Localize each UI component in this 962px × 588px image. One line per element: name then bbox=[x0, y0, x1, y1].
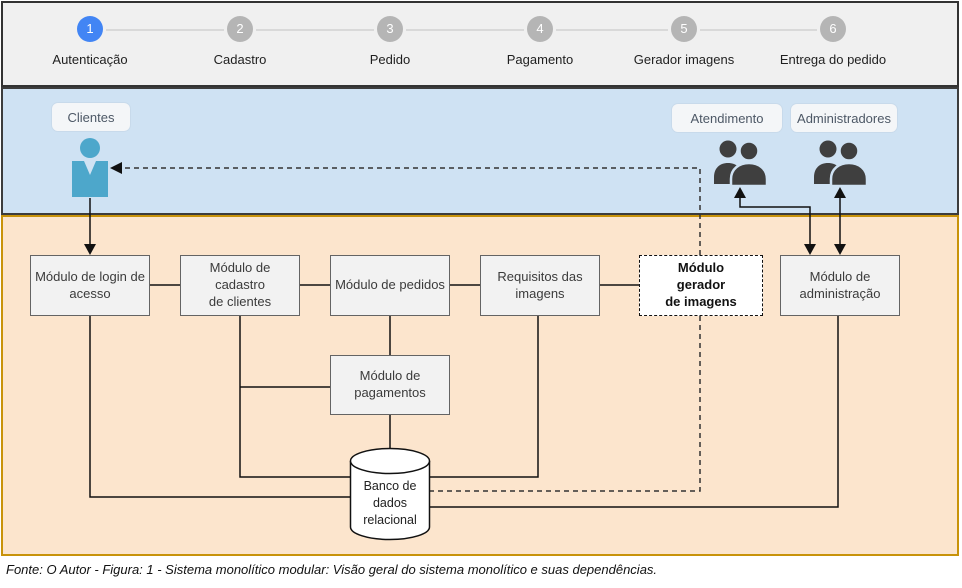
stepper-band bbox=[1, 1, 959, 87]
step-label: Cadastro bbox=[213, 52, 267, 67]
node-modulo-login: Módulo de login de acesso bbox=[30, 255, 150, 316]
node-modulo-pedidos: Módulo de pedidos bbox=[330, 255, 450, 316]
step-gerador-imagens: 5 Gerador imagens bbox=[614, 16, 754, 67]
node-modulo-cadastro: Módulo de cadastro de clientes bbox=[180, 255, 300, 316]
step-number: 3 bbox=[377, 16, 403, 42]
atendimento-label: Atendimento bbox=[690, 110, 764, 126]
administradores-label: Administradores bbox=[797, 110, 891, 126]
step-pedido: 3 Pedido bbox=[320, 16, 460, 67]
step-number: 1 bbox=[77, 16, 103, 42]
node-requisitos-imagens: Requisitos das imagens bbox=[480, 255, 600, 316]
step-label: Pedido bbox=[369, 52, 411, 67]
step-entrega-do-pedido: 6 Entrega do pedido bbox=[763, 16, 903, 67]
step-connector bbox=[406, 29, 524, 31]
node-label: Módulo de pagamentos bbox=[354, 368, 426, 400]
people-icon-administradores bbox=[814, 140, 869, 188]
step-connector bbox=[700, 29, 817, 31]
step-cadastro: 2 Cadastro bbox=[170, 16, 310, 67]
step-number: 6 bbox=[820, 16, 846, 42]
person-icon bbox=[72, 138, 108, 197]
atendimento-pill: Atendimento bbox=[672, 104, 782, 132]
administradores-pill: Administradores bbox=[791, 104, 897, 132]
clientes-pill: Clientes bbox=[52, 103, 130, 131]
database-cylinder-icon bbox=[349, 447, 431, 541]
step-connector bbox=[106, 29, 224, 31]
figure-caption: Fonte: O Autor - Figura: 1 - Sistema mon… bbox=[6, 562, 658, 577]
node-modulo-gerador-imagens: Módulo gerador de imagens bbox=[639, 255, 763, 316]
step-number: 4 bbox=[527, 16, 553, 42]
node-label: Módulo de administração bbox=[799, 268, 881, 301]
step-connector bbox=[556, 29, 668, 31]
node-label: Requisitos das imagens bbox=[497, 268, 583, 301]
node-modulo-pagamentos: Módulo de pagamentos bbox=[330, 355, 450, 415]
clientes-label: Clientes bbox=[67, 109, 115, 125]
step-autenticacao: 1 Autenticação bbox=[20, 16, 160, 67]
database-label: Banco de dados relacional bbox=[363, 479, 417, 527]
node-label: Módulo de cadastro de clientes bbox=[208, 260, 272, 309]
node-modulo-administracao: Módulo de administração bbox=[780, 255, 900, 316]
node-label: Módulo de login de acesso bbox=[35, 268, 145, 301]
node-label: Módulo de pedidos bbox=[335, 277, 445, 293]
step-label: Entrega do pedido bbox=[779, 52, 887, 67]
step-connector bbox=[256, 29, 374, 31]
people-icon-atendimento bbox=[714, 140, 769, 188]
node-label: Módulo gerador de imagens bbox=[665, 260, 737, 309]
step-label: Autenticação bbox=[52, 52, 128, 67]
step-number: 2 bbox=[227, 16, 253, 42]
step-label: Pagamento bbox=[506, 52, 574, 67]
step-label: Gerador imagens bbox=[633, 52, 735, 67]
step-pagamento: 4 Pagamento bbox=[470, 16, 610, 67]
step-number: 5 bbox=[671, 16, 697, 42]
